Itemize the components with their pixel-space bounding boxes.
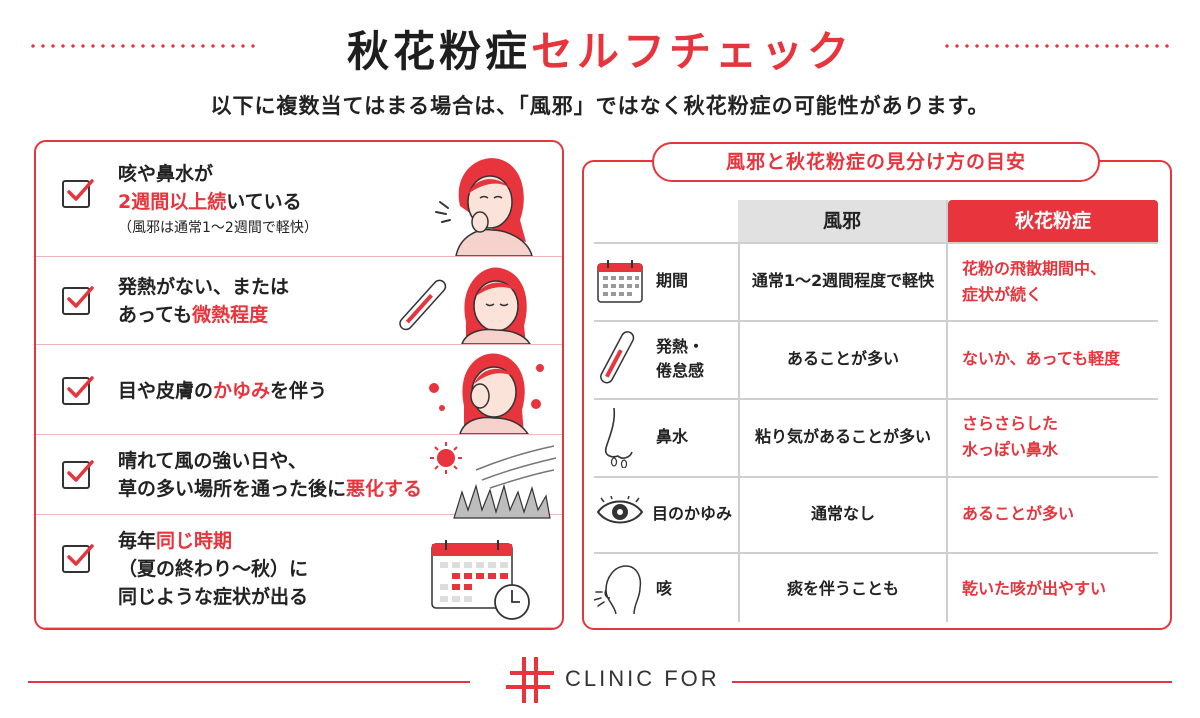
cell-cold-period: 通常1〜2週間程度で軽快	[751, 271, 935, 290]
row-label-runny-nose: 鼻水	[656, 427, 689, 446]
self-check-panel: 咳や鼻水が 2週間以上続いている （風邪は通常1〜2週間で軽快） 発熱がない、または…	[34, 140, 564, 630]
check-line-text: 発熱がない、または	[118, 276, 290, 298]
row-label-period: 期間	[656, 271, 689, 290]
checkbox[interactable]	[62, 179, 94, 208]
cell-pollen-itchy-eyes: あることが多い	[962, 504, 1075, 523]
table-divider	[594, 398, 1158, 400]
check-line-text: あっても	[118, 304, 193, 326]
calendar-icon	[597, 260, 643, 303]
table-divider	[594, 320, 1158, 322]
row-label-itchy-eyes: 目のかゆみ	[652, 504, 733, 523]
title-red: セルフチェック	[531, 26, 854, 76]
check-item-2: 発熱がない、またはあっても微熱程度	[36, 257, 562, 345]
checkbox[interactable]	[62, 460, 94, 489]
highlight-text: 2週間以上続	[118, 191, 227, 213]
footer-line-right	[732, 681, 1172, 683]
footer-line-left	[28, 681, 470, 683]
woman-itchy-eye-illustration	[429, 353, 544, 434]
check-line: 同じような症状が出る	[118, 583, 308, 611]
table-divider	[594, 242, 1158, 244]
check-line-text: 同じような症状が出る	[118, 586, 309, 608]
title-dots-left	[28, 44, 260, 48]
highlight-text: かゆみ	[213, 380, 271, 402]
checkbox[interactable]	[62, 376, 94, 405]
check-text: 毎年同じ時期 （夏の終わり〜秋）に同じような症状が出る	[118, 527, 308, 611]
page-title: 秋花粉症セルフチェック	[347, 18, 853, 79]
calendar-clock-illustration	[431, 540, 530, 620]
cell-pollen-period: 花粉の飛散期間中、症状が続く	[962, 259, 1107, 304]
check-line-text: （夏の終わり〜秋）に	[118, 558, 309, 580]
check-item-5: 毎年同じ時期 （夏の終わり〜秋）に同じような症状が出る	[36, 515, 562, 628]
column-header-pollen: 秋花粉症	[948, 200, 1158, 242]
table-divider	[946, 200, 948, 622]
check-item-3: 目や皮膚のかゆみを伴う	[36, 345, 562, 435]
check-line-text: 草の多い場所を通った後に	[118, 478, 347, 500]
check-line: 目や皮膚のかゆみを伴う	[118, 377, 327, 405]
woman-coughing-illustration	[435, 158, 533, 256]
cell-cold-itchy-eyes: 通常なし	[810, 504, 875, 523]
page-subtitle: 以下に複数当てはまる場合は、「風邪」ではなく秋花粉症の可能性があります。	[210, 94, 990, 118]
check-line: 毎年同じ時期	[118, 527, 308, 555]
checkbox[interactable]	[62, 544, 94, 573]
highlight-text: 悪化する	[346, 478, 423, 500]
check-text: 目や皮膚のかゆみを伴う	[118, 377, 327, 405]
check-line: （夏の終わり〜秋）に	[118, 555, 308, 583]
thermometer-icon	[600, 331, 635, 384]
highlight-text: 微熱程度	[192, 304, 269, 326]
column-header-cold: 風邪	[738, 200, 946, 242]
clinic-logo-text: CLINIC FOR	[565, 666, 720, 691]
cell-cold-runny-nose: 粘り気があることが多い	[754, 427, 931, 446]
table-divider	[738, 242, 740, 622]
check-line-text: 目や皮膚の	[118, 380, 214, 402]
woman-thermometer-illustration	[399, 267, 531, 344]
highlight-text: 同じ時期	[156, 530, 233, 552]
row-label-cough: 咳	[656, 579, 673, 598]
check-line: 草の多い場所を通った後に悪化する	[118, 475, 422, 503]
cell-cold-fever: あることが多い	[786, 349, 899, 368]
cell-pollen-cough: 乾いた咳が出やすい	[962, 579, 1107, 598]
check-line-text: を伴う	[270, 380, 328, 402]
check-line: あっても微熱程度	[118, 301, 289, 329]
cell-cold-cough: 痰を伴うことも	[786, 579, 899, 598]
check-line-text: 毎年	[118, 530, 157, 552]
sun-wind-grass-illustration	[430, 442, 557, 519]
check-text: 発熱がない、またはあっても微熱程度	[118, 273, 289, 329]
check-line-text: 晴れて風の強い日や、	[118, 450, 307, 472]
cell-pollen-fever: ないか、あっても軽度	[962, 349, 1121, 368]
check-line: 2週間以上続いている	[118, 188, 318, 216]
check-line: 咳や鼻水が	[118, 160, 318, 188]
check-line-text: 咳や鼻水が	[118, 163, 214, 185]
table-divider	[594, 552, 1158, 554]
nose-icon	[604, 407, 633, 468]
check-item-1: 咳や鼻水が 2週間以上続いている （風邪は通常1〜2週間で軽快）	[36, 142, 562, 257]
checkbox[interactable]	[62, 286, 94, 315]
check-note: （風邪は通常1〜2週間で軽快）	[118, 220, 318, 236]
check-text: 咳や鼻水が 2週間以上続いている （風邪は通常1〜2週間で軽快）	[118, 160, 318, 240]
title-dots-right	[942, 44, 1174, 48]
clinic-logo-icon	[506, 657, 554, 703]
check-line-text: いている	[226, 191, 302, 213]
table-divider	[594, 476, 1158, 478]
eye-icon	[596, 496, 644, 524]
comparison-heading: 風邪と秋花粉症の見分け方の目安	[652, 142, 1100, 182]
check-line: 発熱がない、または	[118, 273, 289, 301]
cell-pollen-runny-nose: さらさらした水っぽい鼻水	[962, 414, 1059, 459]
check-text: 晴れて風の強い日や、草の多い場所を通った後に悪化する	[118, 447, 422, 503]
check-item-4: 晴れて風の強い日や、草の多い場所を通った後に悪化する	[36, 435, 562, 515]
face-cough-icon	[594, 565, 642, 615]
title-bar: 秋花粉症セルフチェック	[0, 18, 1200, 78]
row-label-fever: 発熱・倦怠感	[656, 337, 705, 380]
title-black: 秋花粉症	[346, 26, 531, 76]
check-line: 晴れて風の強い日や、	[118, 447, 422, 475]
